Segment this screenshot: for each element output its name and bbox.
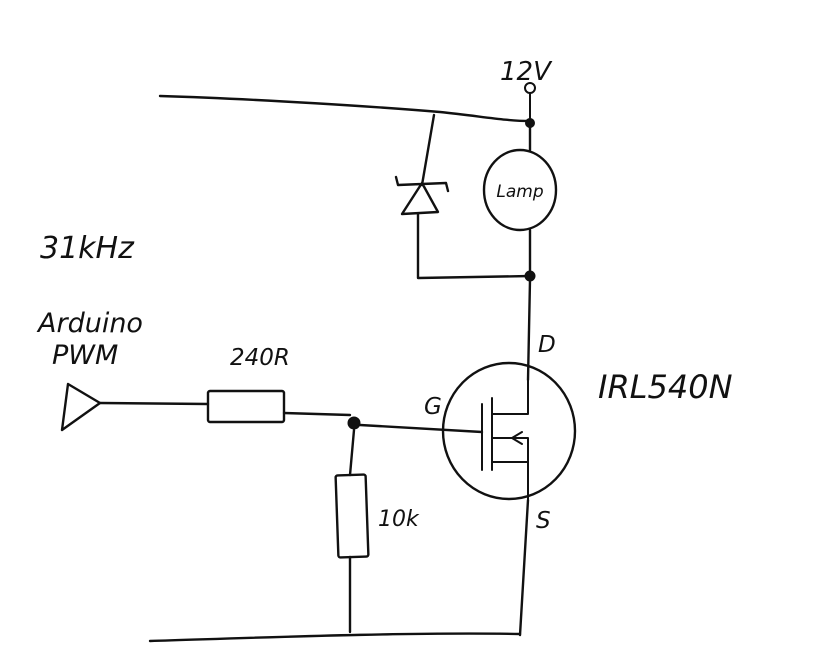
mosfet-internals bbox=[481, 379, 529, 501]
mosfet-symbol bbox=[441, 361, 577, 501]
gate-resistor-label: 240R bbox=[230, 345, 290, 371]
drain-pin-label: D bbox=[538, 332, 556, 358]
bottom-rail-wire bbox=[148, 632, 522, 643]
lamp-label: Lamp bbox=[496, 182, 543, 202]
pulldown-resistor-symbol bbox=[334, 473, 370, 559]
input-wire bbox=[98, 401, 210, 406]
gate-pin-label: G bbox=[424, 394, 442, 420]
drain-wire bbox=[526, 278, 532, 382]
gate-junction-dot bbox=[347, 416, 361, 430]
mosfet-part-label: IRL540N bbox=[598, 368, 733, 406]
source-wire bbox=[518, 498, 530, 637]
pulldown-resistor-label: 10k bbox=[378, 507, 420, 532]
pulldown-top-wire bbox=[348, 428, 356, 477]
input-source-label: Arduino bbox=[36, 308, 143, 339]
input-type-label: PWM bbox=[52, 340, 118, 371]
diode-bottom-wire bbox=[416, 212, 532, 280]
frequency-label: 31kHz bbox=[40, 231, 135, 266]
flyback-diode-symbol bbox=[394, 175, 450, 216]
gate-wire bbox=[358, 423, 484, 434]
gate-resistor-symbol bbox=[206, 389, 286, 424]
top-rail-wire bbox=[158, 94, 532, 123]
diode-top-wire bbox=[420, 113, 436, 187]
lamp-symbol bbox=[482, 148, 558, 232]
pwm-input-symbol bbox=[60, 382, 102, 432]
gate-resistor-out-wire bbox=[282, 411, 352, 417]
supply-voltage-label: 12V bbox=[500, 57, 553, 87]
source-pin-label: S bbox=[536, 508, 551, 534]
